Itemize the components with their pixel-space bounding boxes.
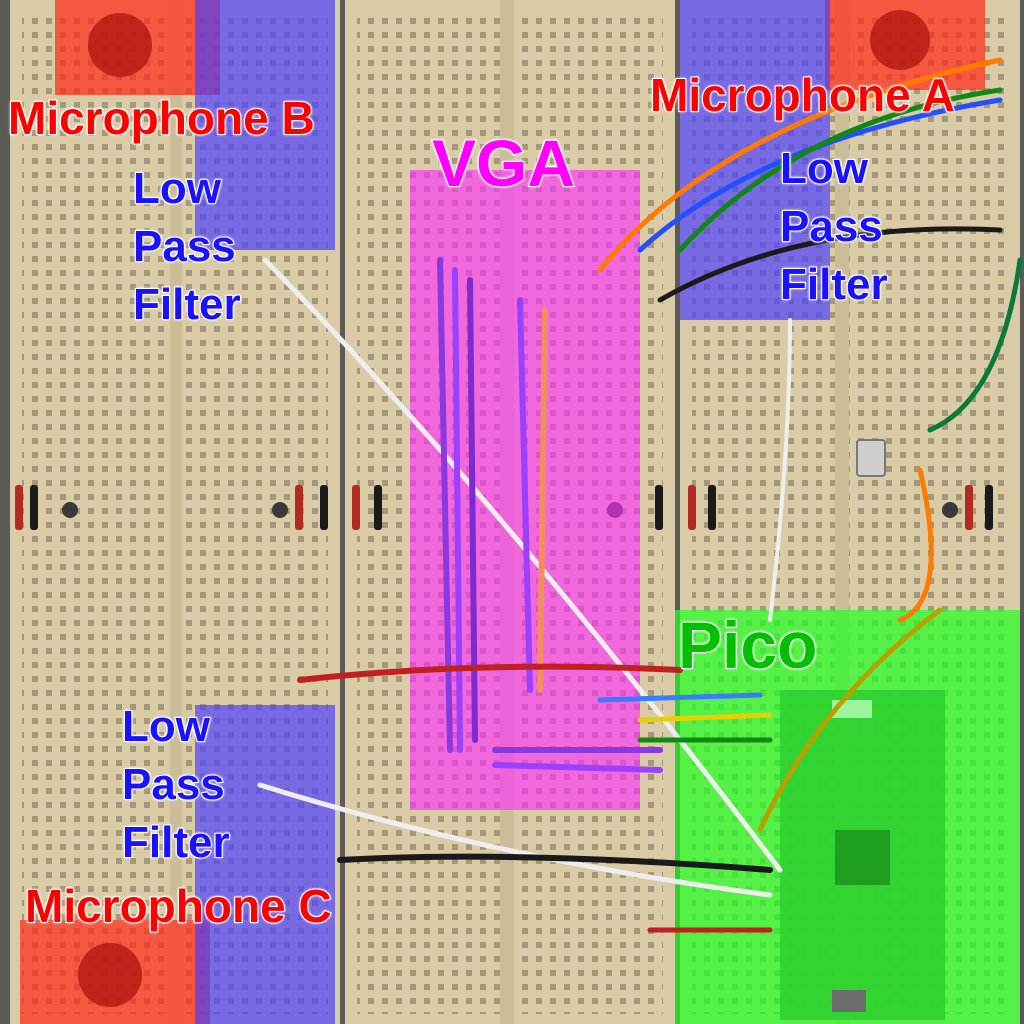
label-microphone-a: Microphone A xyxy=(649,69,956,121)
low-pass-filter-region-top-left xyxy=(195,0,335,250)
label-pass: Pass xyxy=(121,759,226,810)
label-pass: Pass xyxy=(779,201,884,252)
label-low: Low xyxy=(779,143,869,194)
low-pass-filter-region-top-right xyxy=(680,0,830,320)
label-low-pass-filter-bottom-left: Low Pass Filter xyxy=(121,698,231,872)
label-microphone-b: Microphone B xyxy=(7,92,316,144)
label-pass: Pass xyxy=(132,221,237,272)
label-microphone-c: Microphone C xyxy=(24,880,333,932)
microphone-b-region xyxy=(55,0,220,95)
microphone-a-region xyxy=(825,0,985,90)
label-filter: Filter xyxy=(779,259,889,310)
label-vga: VGA xyxy=(431,126,576,200)
jumper-wires xyxy=(257,57,1023,933)
microphone-c-region xyxy=(20,920,210,1024)
label-filter: Filter xyxy=(121,817,231,868)
label-pico: Pico xyxy=(677,608,818,682)
label-low: Low xyxy=(132,163,222,214)
low-pass-filter-region-bottom-left xyxy=(195,705,335,1024)
label-low: Low xyxy=(121,701,211,752)
label-low-pass-filter-top-right: Low Pass Filter xyxy=(779,140,889,314)
label-low-pass-filter-top-left: Low Pass Filter xyxy=(132,160,242,334)
button xyxy=(856,439,886,477)
label-filter: Filter xyxy=(132,279,242,330)
